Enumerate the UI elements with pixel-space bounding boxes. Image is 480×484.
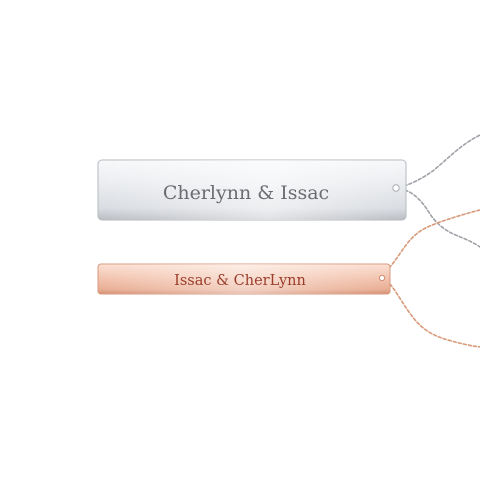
silver-bar-loop-hole (392, 184, 400, 192)
rose-gold-engraving: Issac & CherLynn (174, 273, 306, 289)
rose-gold-chain (388, 209, 480, 348)
rose-gold-bar-loop-hole (378, 274, 386, 282)
silver-bar-pendant: Cherlynn & Issac (97, 159, 407, 221)
silver-engraving: Cherlynn & Issac (163, 182, 329, 204)
rose-gold-bar-pendant: Issac & CherLynn (97, 263, 391, 295)
silver-chain (403, 134, 480, 248)
